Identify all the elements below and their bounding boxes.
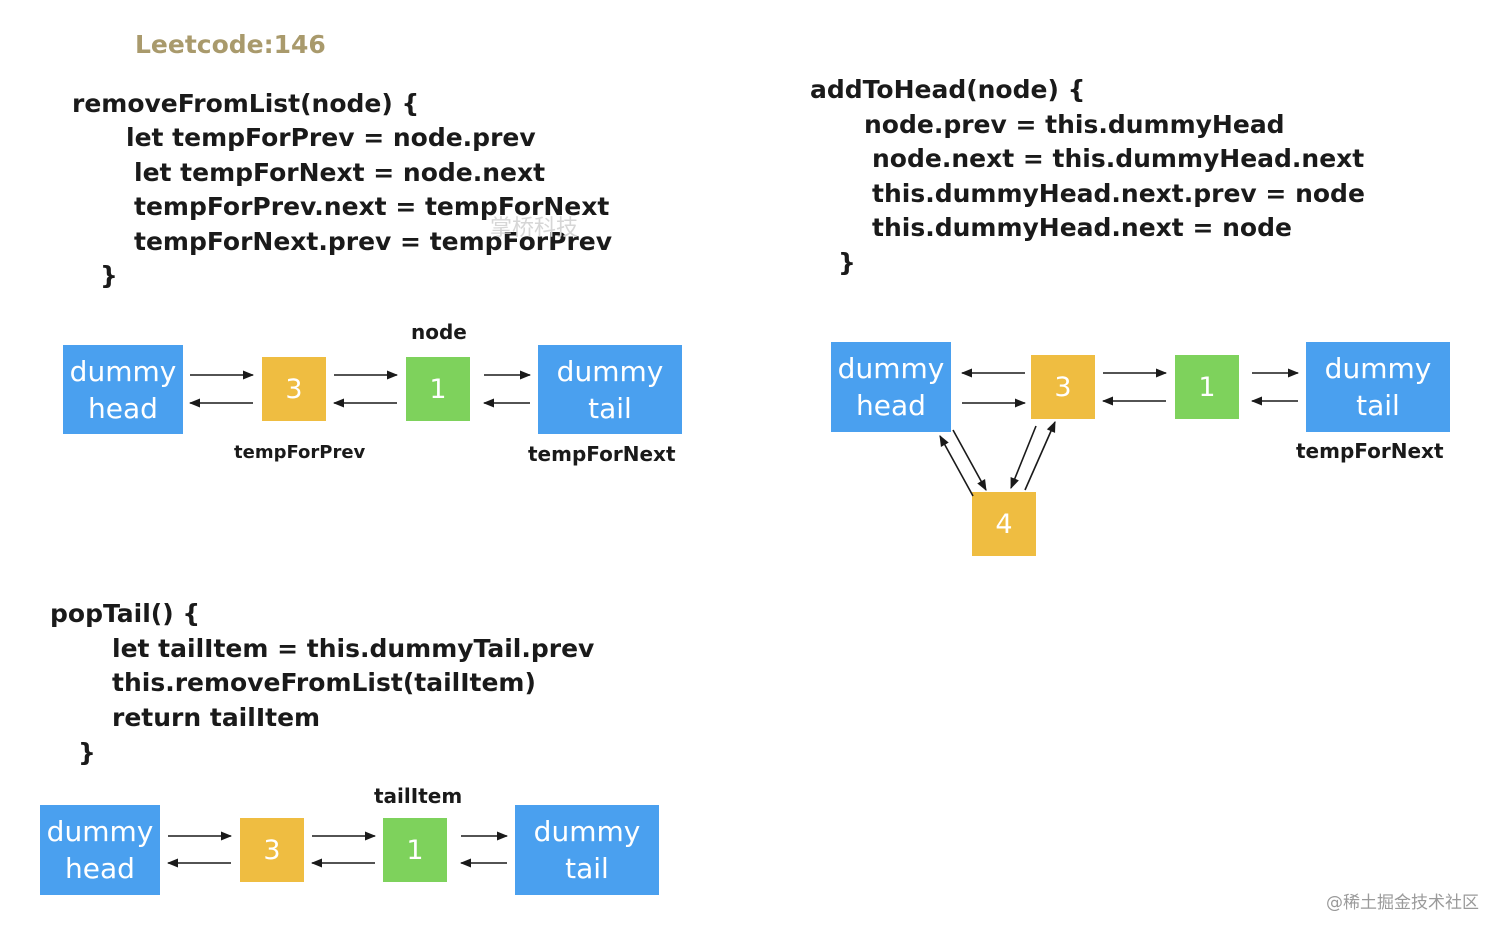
overlay-watermark: 掌桥科技 xyxy=(490,216,579,241)
remove-code-line-5: tempForNext.prev = tempForPrev xyxy=(134,227,613,256)
site-watermark: @稀土掘金技术社区 xyxy=(1326,893,1479,913)
arrow-a-4-to-head xyxy=(939,435,974,497)
remove-code-line-6: } xyxy=(100,261,118,290)
remove-dummy-tail-line1: dummy xyxy=(556,354,664,388)
pop-code-line-5: } xyxy=(78,738,96,767)
add-node-3: 3 xyxy=(1031,355,1095,419)
add-code-line-5: this.dummyHead.next = node xyxy=(872,213,1292,242)
pop-dummy-tail-line1: dummy xyxy=(533,815,641,848)
add-node-4: 4 xyxy=(972,492,1036,556)
add-dummy-tail-line2: tail xyxy=(1356,389,1400,422)
add-code-line-1: addToHead(node) { xyxy=(810,75,1086,104)
arrow-a-3-to-4 xyxy=(1010,425,1037,490)
remove-label-node: node xyxy=(411,320,467,344)
remove-code-line-2: let tempForPrev = node.prev xyxy=(126,123,536,152)
pop-label-tailitem: tailItem xyxy=(374,784,463,808)
add-dummy-tail-box: dummy tail xyxy=(1306,342,1450,432)
remove-code-line-1: removeFromList(node) { xyxy=(72,89,420,118)
remove-node-3: 3 xyxy=(262,357,326,421)
add-dummy-tail-line1: dummy xyxy=(1324,352,1432,385)
pop-code-line-1: popTail() { xyxy=(50,599,201,628)
remove-label-tempfornext: tempForNext xyxy=(528,442,676,466)
pop-code-line-2: let tailItem = this.dummyTail.prev xyxy=(112,634,595,663)
remove-code-line-4: tempForPrev.next = tempForNext xyxy=(134,192,610,221)
add-code-line-4: this.dummyHead.next.prev = node xyxy=(872,179,1365,208)
add-dummy-head-line1: dummy xyxy=(837,352,945,385)
remove-dummy-head-line1: dummy xyxy=(69,354,177,388)
add-code-line-3: node.next = this.dummyHead.next xyxy=(872,144,1365,173)
remove-dummy-tail-line2: tail xyxy=(588,391,632,425)
add-label-tempfornext: tempForNext xyxy=(1296,439,1444,463)
pop-node-1: 1 xyxy=(383,818,447,882)
pop-code-line-4: return tailItem xyxy=(112,703,321,732)
page-title: Leetcode:146 xyxy=(135,30,326,59)
remove-code-line-3: let tempForNext = node.next xyxy=(134,158,546,187)
pop-dummy-tail-box: dummy tail xyxy=(515,805,659,895)
add-code-line-6: } xyxy=(838,248,856,277)
arrow-a-4-to-3 xyxy=(1024,420,1056,491)
remove-dummy-head-line2: head xyxy=(88,391,158,425)
add-node-1: 1 xyxy=(1175,355,1239,419)
add-code-line-2: node.prev = this.dummyHead xyxy=(864,110,1285,139)
pop-code-line-3: this.removeFromList(tailItem) xyxy=(112,668,536,697)
pop-node-3: 3 xyxy=(240,818,304,882)
remove-node-1: 1 xyxy=(406,357,470,421)
arrow-a-head-to-4 xyxy=(952,429,987,491)
add-dummy-head-line2: head xyxy=(856,389,926,422)
pop-dummy-head-line2: head xyxy=(65,852,135,885)
add-dummy-head-box: dummy head xyxy=(831,342,951,432)
remove-label-tempforprev: tempForPrev xyxy=(234,442,366,463)
pop-dummy-head-line1: dummy xyxy=(46,815,154,848)
pop-dummy-head-box: dummy head xyxy=(40,805,160,895)
pop-dummy-tail-line2: tail xyxy=(565,852,609,885)
